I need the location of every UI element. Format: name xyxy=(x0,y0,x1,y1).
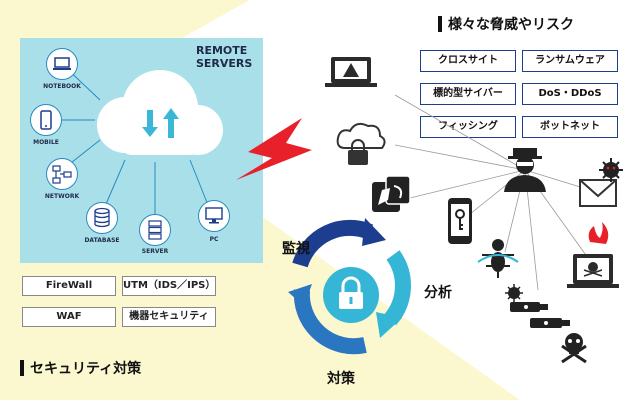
alert-laptop-icon xyxy=(325,57,377,87)
notebook-icon xyxy=(46,48,78,80)
threats-heading-text: 様々な脅威やリスク xyxy=(448,17,574,33)
device-label-pc: PC xyxy=(209,236,219,243)
hacker-icon xyxy=(504,148,546,192)
usb-virus-icon xyxy=(505,284,570,328)
trojan-icon xyxy=(372,175,411,212)
heading-bar xyxy=(20,360,24,376)
device-label-network: NETWORK xyxy=(44,193,80,200)
threat-cross-site: クロスサイト xyxy=(420,50,516,72)
threat-botnet: ボットネット xyxy=(522,116,618,138)
threat-ransomware: ランサムウェア xyxy=(522,50,618,72)
cloud-lock-icon xyxy=(336,122,386,165)
threat-dos-ddos: DoS・DDoS xyxy=(522,83,618,105)
cycle-monitor-label: 監視 xyxy=(282,241,310,257)
virus-mail-icon xyxy=(579,158,623,207)
tool-utm: UTM（IDS／IPS） xyxy=(122,276,216,296)
remote-servers-title: REMOTE SERVERS xyxy=(196,44,260,70)
bug-icon xyxy=(477,239,519,278)
device-label-notebook: NOTEBOOK xyxy=(43,83,81,90)
remote-servers-title-line2: SERVERS xyxy=(196,57,253,70)
device-label-database: DATABASE xyxy=(84,237,120,244)
threat-targeted-cyber: 標的型サイバー xyxy=(420,83,516,105)
database-icon xyxy=(86,202,118,234)
server-icon xyxy=(139,214,171,246)
cycle-respond-label: 対策 xyxy=(327,371,355,387)
device-label-server: SERVER xyxy=(141,248,169,255)
security-heading-text: セキュリティ対策 xyxy=(30,361,142,377)
pc-icon xyxy=(198,200,230,232)
cycle-analyze-label: 分析 xyxy=(424,285,452,301)
network-icon xyxy=(46,158,78,190)
mobile-icon xyxy=(30,104,62,136)
threats-heading: 様々な脅威やリスク xyxy=(438,14,574,34)
device-label-mobile: MOBILE xyxy=(33,139,59,146)
tool-firewall: FireWall xyxy=(22,276,116,296)
skull-crossbones-icon xyxy=(561,333,587,364)
tool-device-security: 機器セキュリティ xyxy=(122,307,216,327)
security-heading: セキュリティ対策 xyxy=(20,358,141,378)
sync-arrows-icon xyxy=(142,108,179,138)
tool-waf: WAF xyxy=(22,307,116,327)
heading-bar xyxy=(438,16,442,32)
remote-servers-title-line1: REMOTE xyxy=(196,44,248,57)
lock-icon xyxy=(339,276,363,309)
phone-key-icon xyxy=(448,198,472,244)
malware-laptop-icon xyxy=(567,222,619,288)
cloud-icon xyxy=(97,70,223,155)
